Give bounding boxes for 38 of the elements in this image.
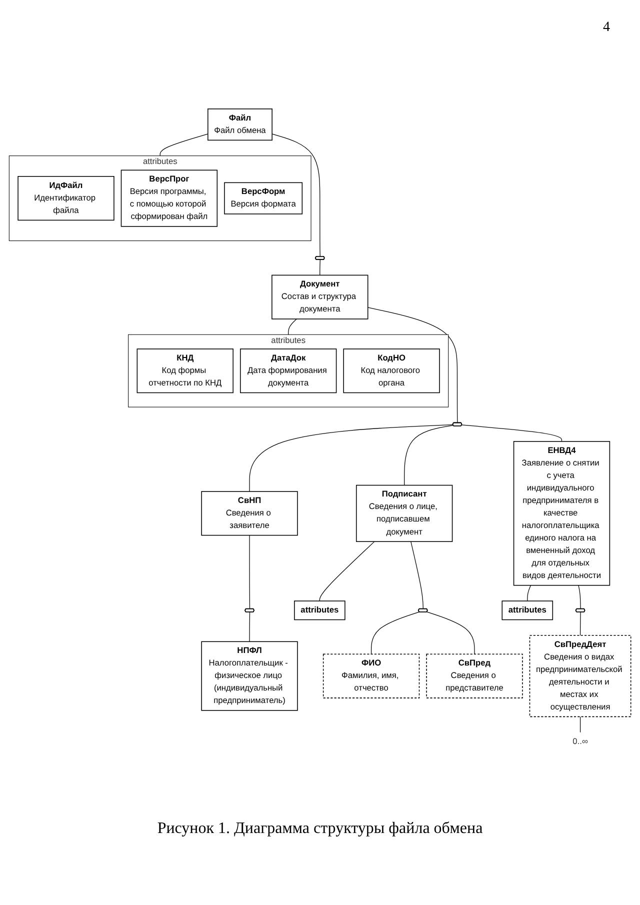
- connector: [288, 318, 297, 335]
- connector: [410, 541, 424, 610]
- connector: [426, 612, 475, 654]
- connector: [404, 424, 454, 486]
- node-box: [294, 600, 346, 620]
- node-box: [322, 654, 420, 698]
- node-box: [272, 274, 368, 320]
- node-box: [136, 348, 234, 394]
- connector: [527, 585, 532, 602]
- connector: [160, 134, 208, 156]
- node-box: [224, 182, 303, 214]
- node-box: [18, 176, 114, 221]
- connector: [249, 534, 250, 610]
- connector: [370, 612, 420, 654]
- connector: [319, 541, 375, 602]
- node-box: [513, 441, 610, 586]
- connector: [368, 307, 458, 424]
- schema-diagram: Файл Файл обмена attributes ИдФайл Идентификатор файла ВерсПрог Версия программы, с помощью которой сформирован файл ВерсФорм Версия формата Документ Состав и структура документа attributes КНД Код формы отчетности по КНД ДатаДок Дата формирования документа КодНО Код налогового органа ЕНВД4 Заявление о снятии с учета индивидуального предпринимателя в качестве налогоплательщика единого налога на вмененный доход для отдельных видов деятельности СвНП Сведения о заявителе Подписант Сведения о лице, подписавшем документ attributes attributes НПФЛ Налогоплательщик - физическое лицо (индивидуальный предприниматель) СвПредДеят Сведения о видах предпринимательской деятельности и местах их осуществления ФИО Фамилия, имя, отчество СвПред Сведения о представителе 0..∞: [5, 50, 635, 810]
- connector: [462, 424, 562, 442]
- cluster: [8, 156, 312, 242]
- connector: [249, 424, 454, 492]
- node-box: [208, 108, 272, 141]
- page-number: 4: [603, 20, 610, 36]
- connector: [249, 612, 250, 642]
- connector: [578, 585, 581, 610]
- figure-caption: Рисунок 1. Диаграмма структуры файла обмена: [156, 820, 484, 838]
- connector: [272, 134, 320, 257]
- node-box: [343, 348, 440, 394]
- node-box: [356, 484, 453, 542]
- node-box: [529, 635, 632, 718]
- node-box: [502, 600, 554, 620]
- connector: [580, 612, 581, 636]
- node-box: [201, 491, 298, 536]
- node-box: [426, 654, 523, 698]
- cluster: [128, 334, 449, 408]
- node-box: [240, 348, 337, 394]
- node-box: [120, 170, 218, 227]
- node-box: [201, 641, 298, 711]
